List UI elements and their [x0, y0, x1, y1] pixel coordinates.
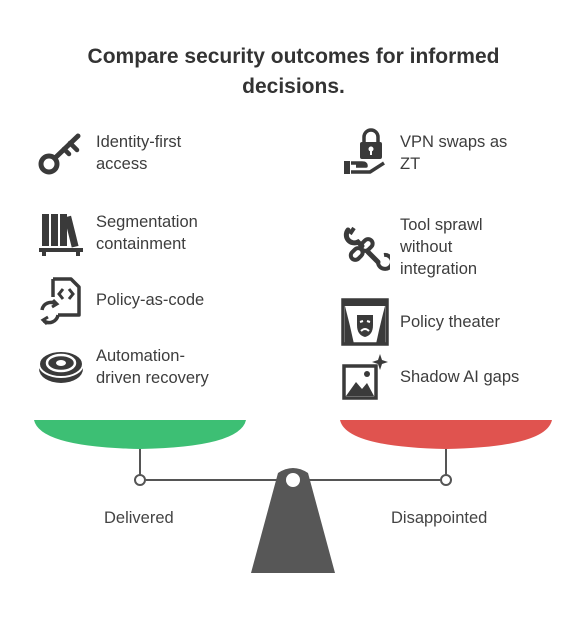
- title-line-1: Compare security outcomes for informed: [87, 45, 500, 68]
- right-pan: [340, 420, 552, 449]
- item-vpn-swaps-as-zt: VPN swaps as ZT: [340, 128, 507, 178]
- item-automation-driven-recovery: Automation- driven recovery: [36, 342, 209, 392]
- item-label: Tool sprawl without integration: [400, 216, 483, 278]
- item-shadow-ai-gaps: Shadow AI gaps: [340, 352, 519, 402]
- title-line-2: decisions.: [242, 75, 345, 98]
- code-sync-icon: [36, 275, 86, 325]
- item-label: VPN swaps as ZT: [400, 133, 508, 173]
- item-policy-as-code: Policy-as-code: [36, 275, 204, 325]
- item-policy-theater: Policy theater: [340, 297, 500, 347]
- disappointed-label: Disappointed: [391, 509, 488, 527]
- delivered-label: Delivered: [104, 509, 174, 527]
- item-tool-sprawl: Tool sprawl without integration: [340, 214, 483, 280]
- item-label: Policy theater: [400, 313, 500, 331]
- balance-scale: [34, 420, 552, 573]
- fulcrum-pivot: [286, 473, 300, 487]
- item-label: Policy-as-code: [96, 291, 205, 309]
- wrench-link-icon: [340, 222, 390, 272]
- left-pan: [34, 420, 246, 449]
- item-label: Automation- driven recovery: [96, 347, 209, 387]
- item-identity-first-access: Identity-first access: [36, 128, 181, 178]
- page-title: Compare security outcomes for informed d…: [0, 42, 587, 102]
- item-label: Segmentation containment: [96, 213, 198, 253]
- item-label: Shadow AI gaps: [400, 368, 520, 386]
- lock-hand-icon: [340, 128, 390, 178]
- theater-mask-icon: [340, 297, 390, 347]
- left-beam-joint: [134, 474, 146, 486]
- ai-image-icon: [340, 352, 390, 402]
- item-segmentation-containment: Segmentation containment: [36, 208, 198, 258]
- item-label: Identity-first access: [96, 133, 182, 173]
- scale-fulcrum: [251, 468, 335, 573]
- books-icon: [36, 208, 86, 258]
- right-beam-joint: [440, 474, 452, 486]
- key-icon: [36, 128, 86, 178]
- robot-vacuum-icon: [36, 342, 86, 392]
